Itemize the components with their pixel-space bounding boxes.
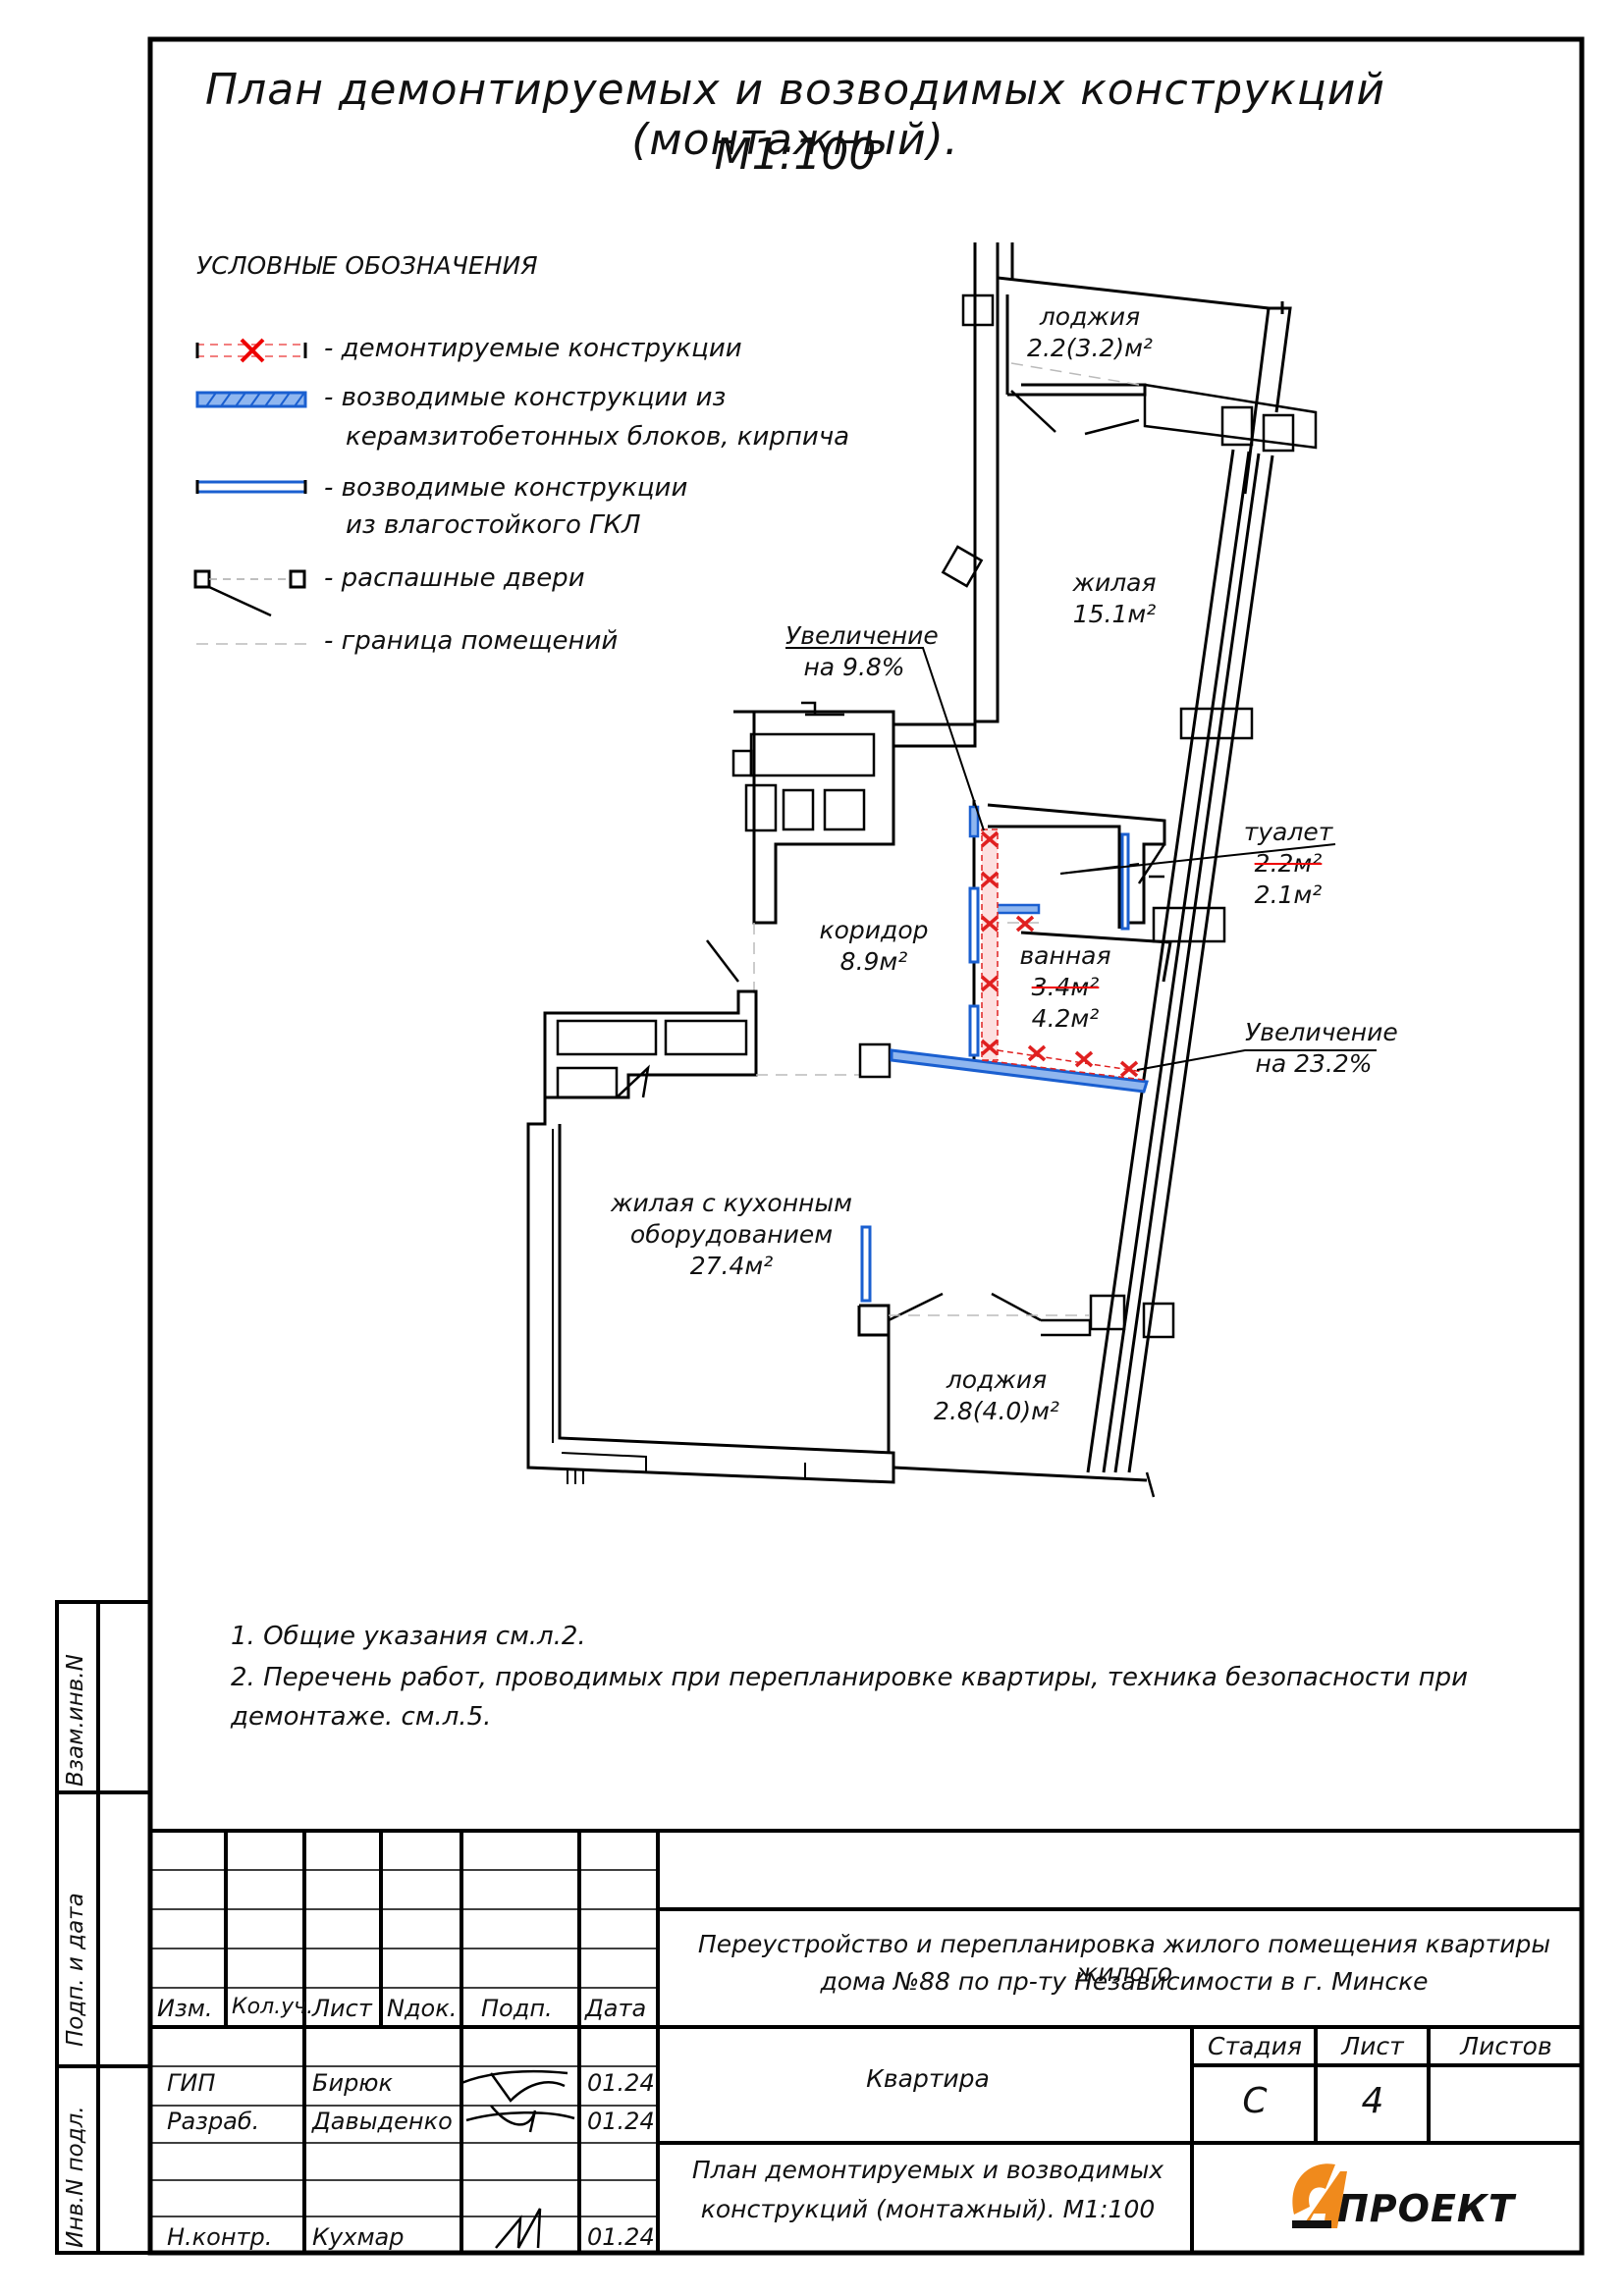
room-area: 8.9м² xyxy=(839,947,908,976)
room-area: 2.8(4.0)м² xyxy=(934,1397,1059,1425)
room-area: 2.2(3.2)м² xyxy=(1027,334,1153,362)
room-area: 15.1м² xyxy=(1072,600,1157,628)
callout-line1: Увеличение xyxy=(785,621,939,650)
room-area: 4.2м² xyxy=(1031,1004,1100,1033)
signatures xyxy=(460,2069,575,2249)
name-gip: Бирюк xyxy=(312,2069,393,2097)
room-name: жилая xyxy=(1072,568,1157,597)
title-block xyxy=(150,1829,1582,2253)
role-gip: ГИП xyxy=(167,2069,216,2097)
hdr-sheets: Листов xyxy=(1460,2032,1552,2060)
legend-label-gkl: - возводимые конструкции xyxy=(324,473,688,503)
hdr-data: Дата xyxy=(585,1995,647,2022)
name-nkontr: Кухмар xyxy=(312,2223,405,2251)
hdr-list: Лист xyxy=(312,1995,372,2022)
room-name: жилая с кухонным xyxy=(610,1189,853,1217)
room-old-area: 2.2м² xyxy=(1254,849,1323,878)
legend-heading: УСЛОВНЫЕ ОБОЗНАЧЕНИЯ xyxy=(196,251,538,280)
sheet-title: План демонтируемых и возводимых xyxy=(691,2156,1164,2184)
callout-increase-bathroom: Увеличение на 23.2% xyxy=(1245,1017,1398,1080)
name-razrab: Давыденко xyxy=(312,2108,453,2135)
role-razrab: Разраб. xyxy=(167,2108,260,2135)
note-2-cont: демонтаже. см.л.5. xyxy=(231,1702,492,1732)
new-walls xyxy=(860,805,1149,1303)
leaders xyxy=(785,647,1377,1071)
stamp-podp: Подп. и дата xyxy=(63,1893,88,2047)
room-name: лоджия xyxy=(1039,302,1141,331)
hdr-ndok: Nдок. xyxy=(387,1995,458,2022)
room-name-2: оборудованием xyxy=(629,1220,834,1249)
object-name: Квартира xyxy=(866,2064,990,2093)
room-name: коридор xyxy=(819,916,929,944)
room-loggia-top: лоджия 2.2(3.2)м² xyxy=(1021,301,1159,364)
sheet-value: 4 xyxy=(1361,2081,1384,2121)
gkl-wall-icon xyxy=(195,480,307,494)
sheet-title-2: конструкций (монтажный). М1:100 xyxy=(700,2195,1156,2223)
stamp-inv: Инв.N подл. xyxy=(63,2106,88,2248)
company-logo xyxy=(1292,2163,1347,2228)
note-1: 1. Общие указания см.л.2. xyxy=(231,1622,586,1651)
demolished-wall-icon xyxy=(195,338,307,363)
room-area: 27.4м² xyxy=(689,1252,774,1280)
room-name: ванная xyxy=(1019,941,1111,970)
hdr-podp: Подп. xyxy=(481,1995,553,2022)
date-nkontr: 01.24 xyxy=(587,2223,655,2251)
date-gip: 01.24 xyxy=(587,2069,655,2097)
room-living: жилая 15.1м² xyxy=(1060,567,1168,630)
room-old-area: 3.4м² xyxy=(1031,973,1100,1001)
legend-label-block-2: керамзитобетонных блоков, кирпича xyxy=(346,422,850,452)
room-bathroom: ванная 3.4м² 4.2м² xyxy=(1011,940,1119,1035)
callout-increase-corridor: Увеличение на 9.8% xyxy=(785,620,939,683)
project-name: Переустройство и перепланировка жилого п… xyxy=(697,1930,1551,1987)
block-wall-icon xyxy=(195,391,307,408)
note-2: 2. Перечень работ, проводимых при перепл… xyxy=(231,1663,1469,1692)
callout-line2: на 23.2% xyxy=(1255,1049,1373,1078)
date-razrab: 01.24 xyxy=(587,2108,655,2135)
swing-door-icon xyxy=(193,569,306,617)
hdr-sheet: Лист xyxy=(1341,2032,1404,2060)
role-nkontr: Н.контр. xyxy=(167,2223,273,2251)
room-name: туалет xyxy=(1243,818,1333,846)
hdr-izm: Изм. xyxy=(157,1995,213,2022)
company-logo-text: ПРОЕКТ xyxy=(1337,2187,1515,2230)
side-stamp xyxy=(55,1600,152,2255)
floor-plan xyxy=(526,242,1318,1498)
drawing-scale: М1:100 xyxy=(714,130,877,180)
stamp-vzam: Взам.инв.N xyxy=(63,1654,88,1787)
room-toilet: туалет 2.2м² 2.1м² xyxy=(1239,817,1337,911)
hdr-stage: Стадия xyxy=(1208,2032,1302,2060)
room-area: 2.1м² xyxy=(1254,881,1323,909)
room-corridor: коридор 8.9м² xyxy=(815,915,933,978)
room-kitchen-living: жилая с кухонным оборудованием 27.4м² xyxy=(609,1188,854,1282)
hdr-koluch: Кол.уч. xyxy=(232,1995,314,2019)
demolished-walls xyxy=(980,828,1145,1081)
project-name-2: дома №88 по пр-ту Независимости в г. Мин… xyxy=(820,1967,1429,1996)
legend-label-boundary: - граница помещений xyxy=(324,626,619,656)
callout-line1: Увеличение xyxy=(1245,1018,1398,1046)
legend-label-demolished: - демонтируемые конструкции xyxy=(324,334,742,363)
title-block-thin-lines xyxy=(150,1869,658,2217)
sheet-frame xyxy=(147,36,1585,2256)
legend-label-door: - распашные двери xyxy=(324,563,585,593)
stage-value: С xyxy=(1242,2081,1268,2121)
drawing-title: План демонтируемых и возводимых конструк… xyxy=(205,65,1385,165)
legend-label-block: - возводимые конструкции из xyxy=(324,383,727,412)
callout-line2: на 9.8% xyxy=(803,653,905,681)
legend-label-gkl-2: из влагостойкого ГКЛ xyxy=(346,510,641,540)
room-name: лоджия xyxy=(946,1365,1048,1394)
room-loggia-bottom: лоджия 2.8(4.0)м² xyxy=(923,1364,1070,1427)
